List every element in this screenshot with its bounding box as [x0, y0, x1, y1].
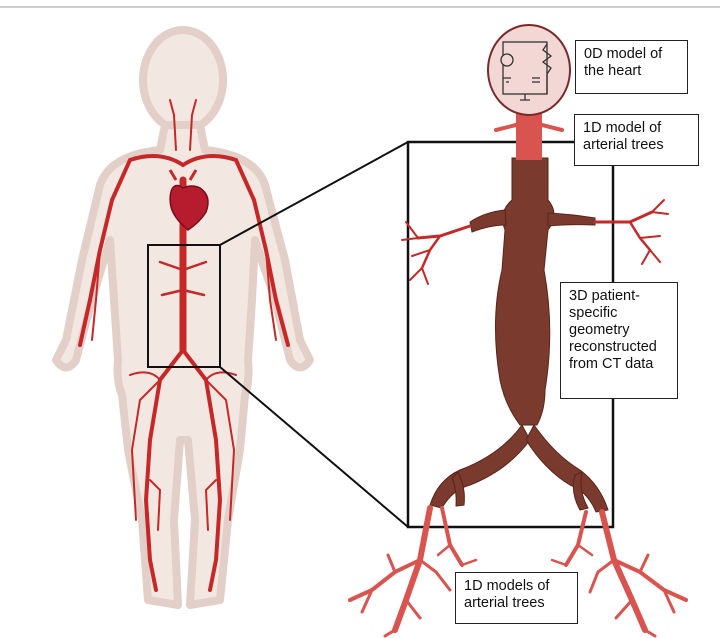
zoom-line-bottom: [220, 367, 408, 527]
label-1d-arterial-trees-top: 1D model of arterial trees: [574, 114, 699, 166]
label-0d-heart-model: 0D model of the heart: [575, 40, 688, 94]
rc-circuit-icon: [488, 25, 570, 115]
label-3d-geometry: 3D patient- specific geometry reconstruc…: [560, 282, 678, 399]
label-1d-arterial-trees-bottom: 1D models of arterial trees: [455, 572, 578, 624]
